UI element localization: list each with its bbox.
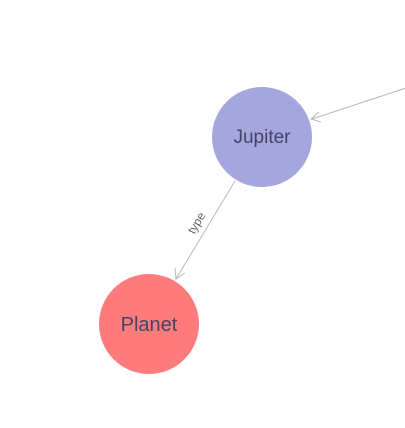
edge-incoming-jupiter[interactable] — [309, 87, 405, 123]
node-planet[interactable]: Planet — [99, 274, 199, 374]
edge-label-type: type — [185, 209, 209, 236]
node-jupiter-label: Jupiter — [233, 127, 291, 148]
node-jupiter-circle — [212, 87, 312, 187]
edge-line — [175, 180, 236, 280]
arrowhead-icon — [174, 267, 186, 280]
node-planet-label: Planet — [121, 314, 178, 336]
edge-jupiter-to-planet[interactable]: type — [174, 180, 236, 280]
node-jupiter[interactable]: Jupiter — [212, 87, 312, 187]
arrowhead-icon — [309, 111, 322, 123]
edge-line — [311, 87, 405, 120]
node-planet-circle — [99, 274, 199, 374]
